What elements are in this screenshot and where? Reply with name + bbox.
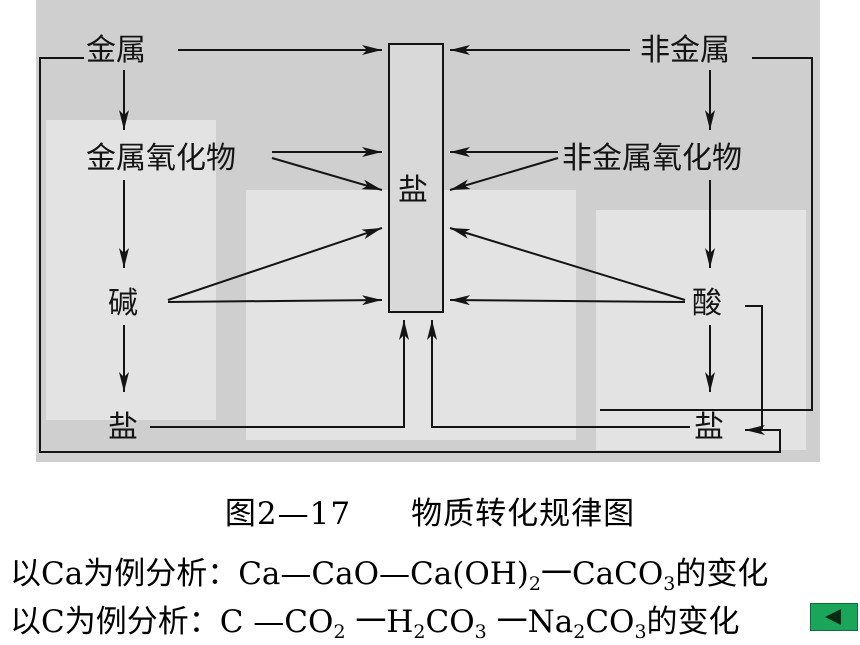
subscript: 3 xyxy=(663,573,676,595)
arrow-base-to-salt-box xyxy=(167,227,383,301)
subscript: 2 xyxy=(573,621,586,643)
figure-title: 物质转化规律图 xyxy=(411,496,636,532)
node-acid: 酸 xyxy=(692,286,722,321)
example-c-text: CO xyxy=(425,604,475,640)
arrow-metal-to-right-salt xyxy=(39,57,781,453)
arrow-base-to-salt-box-2 xyxy=(167,295,383,306)
example-c: 以C为例分析：C —CO2 一H2CO3 一Na2CO3的变化 xyxy=(10,596,740,643)
node-nonmetal: 非金属 xyxy=(640,33,730,68)
example-c-text: 一H xyxy=(345,604,414,640)
example-ca-text: 一CaCO xyxy=(540,556,664,592)
arrow-left-salt-to-box xyxy=(150,320,409,428)
arrow-acid-to-salt-box xyxy=(449,227,686,301)
node-metal-oxide: 金属氧化物 xyxy=(86,141,236,176)
node-metal: 金属 xyxy=(86,33,146,68)
subscript: 3 xyxy=(474,621,487,643)
example-c-text: 一Na xyxy=(486,604,574,640)
figure-caption: 图2—17 物质转化规律图 xyxy=(0,488,860,533)
conversion-diagram: 金属 非金属 金属氧化物 非金属氧化物 盐 碱 酸 盐 盐 xyxy=(39,33,813,453)
back-button[interactable] xyxy=(810,603,858,631)
node-salt-left: 盐 xyxy=(108,410,138,445)
subscript: 2 xyxy=(333,621,346,643)
node-nonmetal-oxide: 非金属氧化物 xyxy=(562,141,742,176)
node-salt-right: 盐 xyxy=(694,410,724,445)
node-base: 碱 xyxy=(108,286,138,321)
subscript: 2 xyxy=(413,621,426,643)
salt-box xyxy=(388,43,444,313)
triangle-left-icon xyxy=(825,609,841,625)
arrow-acid-to-salt-box-2 xyxy=(449,295,686,306)
arrow-nonmetal-oxide-to-salt-2 xyxy=(449,157,559,191)
subscript: 2 xyxy=(528,573,541,595)
example-ca: 以Ca为例分析：Ca—CaO—Ca(OH)2一CaCO3的变化 xyxy=(10,548,769,595)
arrow-right-salt-to-box xyxy=(427,320,690,428)
photo-shade xyxy=(46,120,216,420)
example-ca-text: 的变化 xyxy=(675,556,769,592)
example-c-text: 以C为例分析：C —CO xyxy=(10,604,334,640)
node-salt-center: 盐 xyxy=(398,173,428,208)
arrow-nonmetal-loop xyxy=(600,57,813,411)
example-c-text: CO xyxy=(585,604,635,640)
figure-number: 图2—17 xyxy=(224,496,352,532)
acid-side-line xyxy=(745,305,763,430)
example-c-text: 的变化 xyxy=(646,604,740,640)
subscript: 3 xyxy=(634,621,647,643)
arrow-metal-oxide-to-salt-2 xyxy=(271,157,383,191)
example-ca-text: 以Ca为例分析：Ca—CaO—Ca(OH) xyxy=(10,556,529,592)
